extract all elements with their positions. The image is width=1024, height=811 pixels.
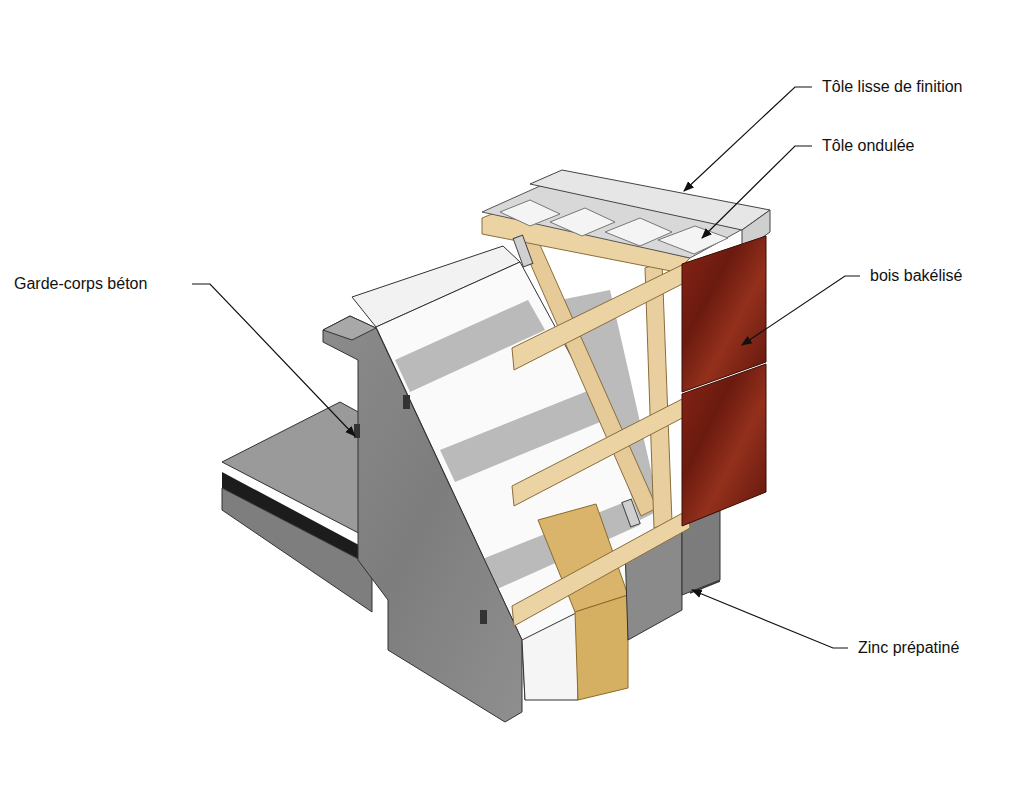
leader-line [702,146,812,238]
roof-slab-front [222,488,372,612]
leader-line [692,590,848,648]
smooth-cap-sheet [530,170,770,230]
callout-label: Tôle ondulée [820,136,917,156]
timber-post [645,262,672,528]
callout-label: bois bakélisé [868,266,965,286]
steel-bracket [622,499,640,527]
leader-line [684,87,812,191]
insulation-base [522,612,578,700]
callout-label: Zinc prépatiné [856,638,961,658]
corrugation [658,226,728,254]
steel-bracket [513,235,533,267]
concrete-upstand [323,316,522,722]
timber-batten [512,510,690,626]
leader-line [742,276,860,345]
anchor-bolt [480,610,487,624]
bakelised-plywood [682,364,766,526]
osb-panel [575,595,628,700]
callout-label: Tôle lisse de finition [820,77,965,97]
callout-label: Garde-corps béton [12,274,149,294]
leader-line [192,284,355,436]
timber-batten [512,262,690,370]
anchor-bolt [403,395,410,409]
timber-batten [512,396,690,506]
upstand-top [323,316,376,340]
